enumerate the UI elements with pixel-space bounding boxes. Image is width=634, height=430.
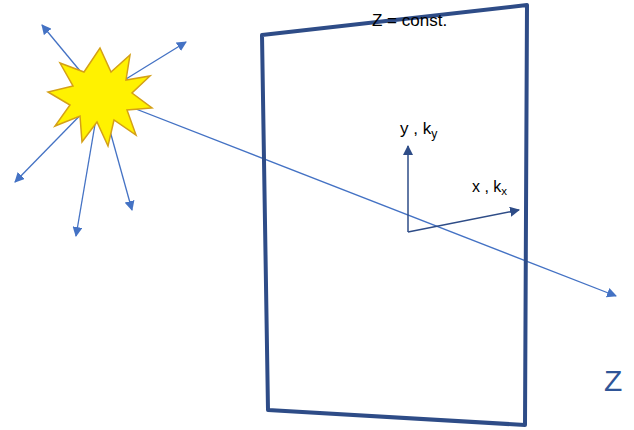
x-axis-arrow bbox=[408, 210, 519, 232]
axis-name: Z bbox=[604, 364, 622, 397]
z-axis-arrow bbox=[100, 95, 616, 296]
y-axis-arrow bbox=[407, 146, 409, 232]
plane-outline bbox=[258, 2, 532, 428]
plane-axes bbox=[408, 146, 519, 232]
plane-equation: Z = const. bbox=[372, 12, 447, 31]
axis-label: x , kx bbox=[472, 178, 507, 198]
plane-node: Z = const. y , ky x , kx bbox=[258, 2, 532, 428]
explosion-star bbox=[48, 48, 152, 146]
axis-label: y , ky bbox=[400, 120, 437, 141]
